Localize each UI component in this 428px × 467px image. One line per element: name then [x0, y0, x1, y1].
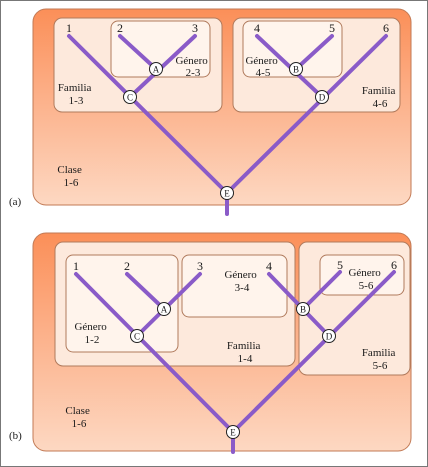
panel-a-genero-a-label: Género 2-3: [175, 55, 210, 79]
panel-a-node-d-label: D: [319, 93, 326, 103]
panel-b-node-c-label: C: [134, 332, 140, 342]
panel-a-node-d: [315, 90, 329, 104]
panel-b-genero-c-label: Género 1-2: [74, 321, 109, 346]
panel-a-node-b: [289, 62, 303, 76]
panel-b-leaf-6: 6: [391, 258, 397, 272]
panel-b-genero-b-label: Género 5-6: [348, 267, 383, 292]
panel-a-genero-b-label: Género 4-5: [245, 55, 280, 79]
panel-a-node-b-label: B: [293, 65, 299, 75]
panel-b-clase-label: Clase 1-6: [65, 405, 92, 430]
panel-a-node-e: [220, 186, 234, 200]
panel-b-node-e: [226, 425, 240, 439]
panel-a-node-c-label: C: [127, 93, 133, 103]
panel-a-genero-a-box: [110, 20, 211, 78]
panel-a-clase-label: Clase 1-6: [57, 164, 84, 189]
panel-b-node-a-label: A: [161, 305, 168, 315]
panel-b-familia-2-label: Familia 5-6: [362, 347, 398, 372]
panel-a-genero-b-box: [242, 20, 343, 78]
panel-a-node-c: [123, 90, 137, 104]
panel-a-node-a-label: A: [153, 65, 160, 75]
panel-a-familia-1-label: Familia 1-3: [58, 82, 94, 107]
panel-a-leaf-3: 3: [192, 21, 198, 35]
panel-b-node-c: [130, 329, 144, 343]
panel-b-node-b: [296, 302, 310, 316]
panel-b-node-a: [157, 302, 171, 316]
panel-b-leaf-5: 5: [337, 258, 343, 272]
panel-a-leaf-6: 6: [383, 21, 389, 35]
panel-b-node-d-label: D: [326, 332, 333, 342]
panel-a-leaf-5: 5: [329, 21, 335, 35]
panel-b-genero-c-box: [65, 254, 179, 353]
panel-b-leaf-4: 4: [266, 259, 272, 273]
panel-a-familia-2-label: Familia 4-6: [362, 85, 398, 110]
panel-b-label: (b): [9, 430, 22, 442]
panel-b-genero-a-box: [181, 254, 288, 318]
panel-a-leaf-1: 1: [66, 21, 72, 35]
panel-b: B C D E A 1 2 3 4 5 6 Género 3-4 Género …: [9, 232, 412, 454]
panel-b-node-b-label: B: [300, 305, 306, 315]
panel-b-leaf-1: 1: [73, 259, 79, 273]
panel-b-familia-1-label: Familia 1-4: [227, 340, 263, 365]
panel-b-branches: [74, 270, 396, 454]
panel-a-leaf-4: 4: [254, 21, 260, 35]
panel-b-leaf-3: 3: [197, 259, 203, 273]
panel-a-label: (a): [9, 196, 22, 208]
panel-b-leaf-2: 2: [124, 259, 130, 273]
panel-b-node-e-label: E: [230, 428, 236, 438]
panel-a: A B C D E 1 2 3 4 5 6 Género 2-3 Género …: [9, 8, 412, 216]
panel-a-leaf-2: 2: [117, 21, 123, 35]
panel-a-node-e-label: E: [224, 189, 230, 199]
panel-a-node-a: [149, 62, 163, 76]
panel-b-genero-a-label: Género 3-4: [224, 269, 259, 294]
panel-b-node-d: [322, 329, 336, 343]
